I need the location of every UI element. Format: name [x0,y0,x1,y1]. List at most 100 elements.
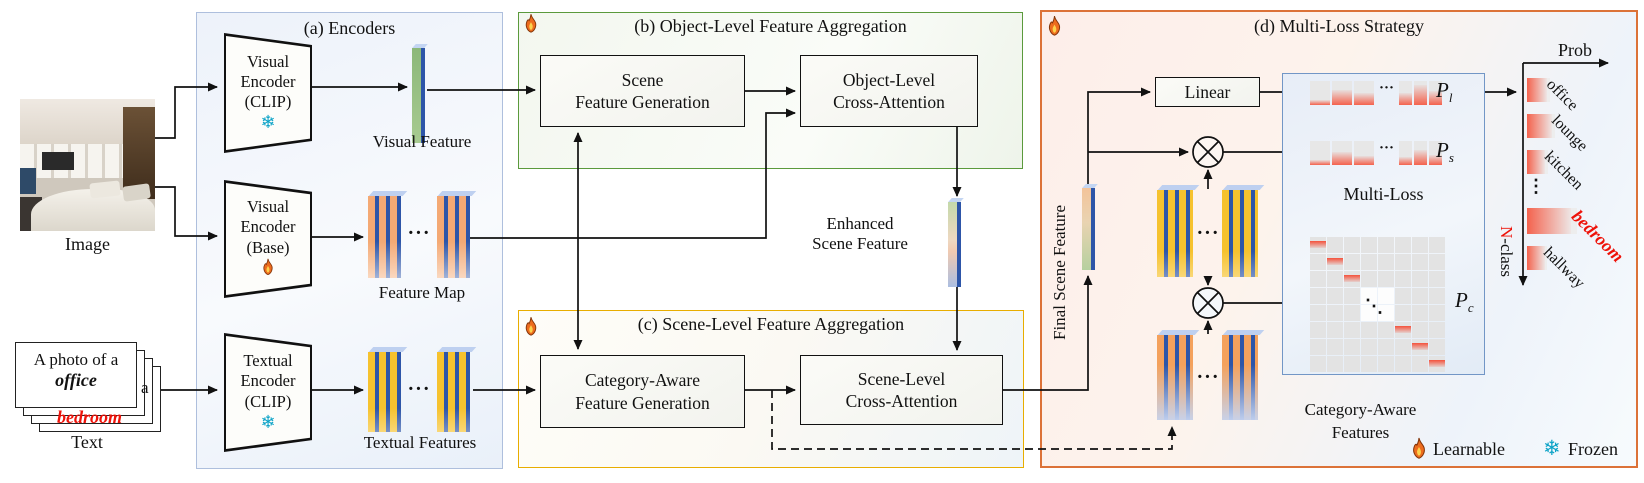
pc-label: Pc [1455,288,1474,316]
n-class-rest: -class [1497,238,1516,277]
prob-bar-kitchen [1527,150,1548,174]
matrix-cell [1344,305,1360,321]
ellipsis: ··· [1196,222,1220,244]
matrix-ddots: ⋱ [1365,296,1383,316]
prob-bar-office [1527,78,1550,102]
ellipsis: ··· [407,222,431,244]
logit-cell [1332,81,1352,105]
matrix-cell [1395,305,1411,321]
logit-cell [1414,141,1428,165]
matrix-cell [1361,339,1377,355]
panel-d-title: (d) Multi-Loss Strategy [1254,16,1424,36]
prompt-card-front: A photo of a office [15,342,137,408]
logit-cell [1399,141,1413,165]
object-cross-attention-box: Object-Level Cross-Attention [800,55,978,127]
category-aware-ribbons [1157,335,1193,420]
matrix-cell [1327,305,1343,321]
visual-feature-bar [412,48,425,143]
matrix-cell [1344,237,1360,253]
snowflake-icon: ❄ [1543,436,1561,460]
flame-icon [523,13,539,39]
logit-cell [1310,81,1330,105]
visual-encoder-clip: Visual Encoder (CLIP) ❄ [224,33,312,153]
matrix-cell [1378,237,1394,253]
flame-icon [261,258,275,281]
snowflake-icon: ❄ [260,411,276,433]
prob-axis-label: Prob [1557,40,1592,60]
textual-features-ribbons-d [1222,190,1258,277]
pc-correlation-matrix [1310,237,1445,372]
matrix-cell [1378,271,1394,287]
flame-icon [523,316,539,342]
pl-logit-strip: ··· [1310,80,1443,105]
matrix-cell [1344,271,1360,287]
textual-encoder-clip: Textual Encoder (CLIP) ❄ [224,333,312,452]
text-caption: Text [71,432,103,452]
legend-learnable: Learnable [1433,439,1505,459]
photo-tv [41,151,74,171]
visual-encoder-clip-label: Visual Encoder (CLIP) [240,51,296,112]
visual-feature-label: Visual Feature [372,132,472,151]
logit-cell [1354,141,1374,165]
trap-fill [224,180,312,298]
prob-bar-lounge [1527,114,1555,138]
matrix-cell [1395,356,1411,372]
matrix-cell [1378,305,1394,321]
matrix-cell [1412,237,1428,253]
matrix-cell [1310,271,1326,287]
logit-cell [1414,81,1428,105]
matrix-cell [1361,237,1377,253]
logit-cell [1399,81,1413,105]
prompt-word-bedroom: bedroom [57,407,122,427]
category-aware-features-label: Category-Aware Features [1304,400,1417,442]
textual-features-ribbons [368,352,401,432]
prob-vdots: ⋮ [1527,176,1546,196]
logit-cell [1332,141,1352,165]
prob-bar-hallway [1527,246,1547,270]
matrix-cell [1310,356,1326,372]
prob-bar-bedroom [1527,208,1577,234]
matrix-cell [1429,254,1445,270]
matrix-cell [1344,322,1360,338]
enhanced-scene-feature-label: Enhanced Scene Feature [812,214,908,253]
matrix-cell [1344,254,1360,270]
matrix-cell [1429,339,1445,355]
matrix-cell [1378,254,1394,270]
photo-chair [20,167,37,195]
matrix-cell [1395,254,1411,270]
visual-encoder-base: Visual Encoder (Base) [224,180,312,298]
ellipsis: ··· [1196,366,1220,388]
matrix-cell [1429,288,1445,304]
input-image [20,99,155,231]
ps-logit-strip: ··· [1310,140,1443,165]
matrix-cell [1412,254,1428,270]
matrix-cell [1395,339,1411,355]
trap-fill [224,33,312,153]
matrix-cell [1344,288,1360,304]
legend-frozen: Frozen [1568,439,1618,459]
matrix-cell [1429,271,1445,287]
linear-box: Linear [1155,77,1260,107]
textual-features-ribbons-d [1157,190,1193,277]
textual-encoder-clip-label: Textual Encoder (CLIP) [240,351,296,411]
feature-map-label: Feature Map [378,283,466,302]
logit-cell [1429,141,1443,165]
matrix-cell [1412,305,1428,321]
matrix-cell [1429,305,1445,321]
logit-cell [1354,81,1374,105]
final-scene-feature-bar [1082,188,1095,270]
matrix-cell [1378,356,1394,372]
matrix-cell [1395,237,1411,253]
trap-fill [224,333,312,452]
matrix-cell [1327,271,1343,287]
matrix-cell [1344,339,1360,355]
matrix-cell [1395,322,1411,338]
matrix-cell [1395,288,1411,304]
matrix-cell [1361,356,1377,372]
category-aware-generation-box: Category-Aware Feature Generation [540,355,745,428]
logit-cell [1429,81,1443,105]
matrix-cell [1429,322,1445,338]
matrix-cell [1378,322,1394,338]
matrix-cell [1361,254,1377,270]
